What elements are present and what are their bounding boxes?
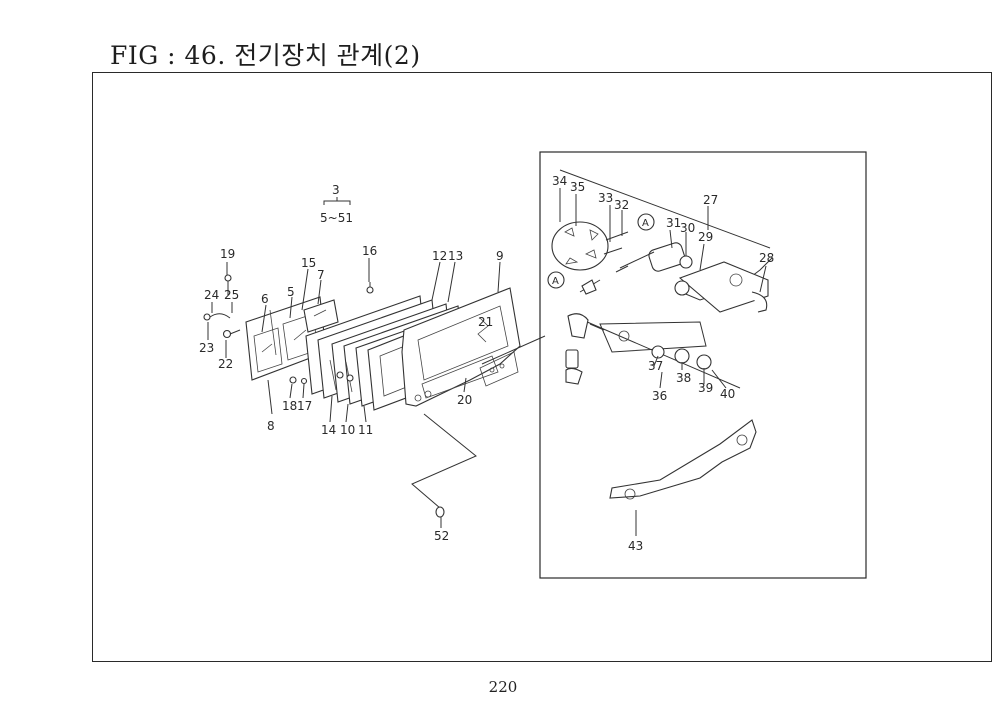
marker-a-upper-glyph: A <box>642 218 649 229</box>
callout-24: 24 <box>204 288 219 302</box>
callout-25: 25 <box>224 288 239 302</box>
callout-39: 39 <box>698 381 713 395</box>
callout-38: 38 <box>676 371 691 385</box>
callout-5: 5 <box>287 285 295 299</box>
meter-hood <box>401 287 521 407</box>
ignition-switch-body: A <box>547 213 693 295</box>
callout-14: 14 <box>321 423 336 437</box>
page-title: FIG : 46. 전기장치 관계(2) <box>110 41 421 70</box>
cluster-bracket-3 <box>323 197 351 205</box>
callout-52: 52 <box>434 529 449 543</box>
callout-21: 21 <box>478 315 493 329</box>
callout-labels: 3 5~51 19 24 25 6 5 15 7 16 12 13 9 21 2… <box>199 174 774 553</box>
callout-35: 35 <box>570 180 585 194</box>
callout-30: 30 <box>680 221 695 235</box>
callout-29: 29 <box>698 230 713 244</box>
steering-lock-bracket <box>559 169 773 313</box>
ignition-inset-box <box>539 151 867 579</box>
leader-lines-left <box>207 258 501 528</box>
ignition-key-cylinder <box>551 221 629 271</box>
leader-lines-right <box>559 188 767 389</box>
callout-3: 3 <box>332 183 340 197</box>
callout-28: 28 <box>759 251 774 265</box>
callout-20: 20 <box>457 393 472 407</box>
callout-15: 15 <box>301 256 316 270</box>
lock-assembly-36 <box>565 313 741 389</box>
bulb-socket-parts <box>203 274 374 385</box>
callout-18: 18 <box>282 399 297 413</box>
callout-27: 27 <box>703 193 718 207</box>
page-number: 220 <box>488 678 518 696</box>
mounting-plate-43 <box>609 419 757 536</box>
callout-5-51: 5~51 <box>320 211 353 225</box>
callout-6: 6 <box>261 292 269 306</box>
callout-marker-a-lower: A <box>552 276 559 287</box>
callout-11: 11 <box>358 423 373 437</box>
callout-31: 31 <box>666 216 681 230</box>
callout-43: 43 <box>628 539 643 553</box>
callout-12: 12 <box>432 249 447 263</box>
callout-17: 17 <box>297 399 312 413</box>
callout-13: 13 <box>448 249 463 263</box>
callout-40: 40 <box>720 387 735 401</box>
speedometer-cable <box>411 335 546 518</box>
callout-8: 8 <box>267 419 275 433</box>
callout-34: 34 <box>552 174 567 188</box>
bezel-front <box>479 351 519 387</box>
callout-36: 36 <box>652 389 667 403</box>
gauge-module <box>303 299 339 333</box>
callout-10: 10 <box>340 423 355 437</box>
callout-23: 23 <box>199 341 214 355</box>
diagram-frame <box>92 72 992 662</box>
callout-7: 7 <box>317 268 325 282</box>
callout-19: 19 <box>220 247 235 261</box>
callout-33: 33 <box>598 191 613 205</box>
callout-9: 9 <box>496 249 504 263</box>
callout-32: 32 <box>614 198 629 212</box>
callout-22: 22 <box>218 357 233 371</box>
callout-16: 16 <box>362 244 377 258</box>
callout-37: 37 <box>648 359 663 373</box>
